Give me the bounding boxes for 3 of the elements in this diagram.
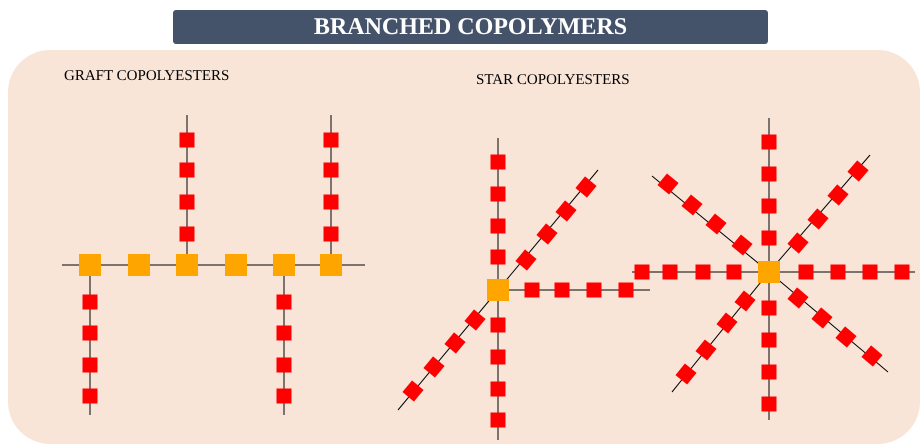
section-label: STAR COPOLYESTERS — [476, 72, 630, 89]
title-banner: BRANCHED COPOLYMERS — [173, 10, 768, 44]
section-label: GRAFT COPOLYESTERS — [64, 68, 230, 85]
